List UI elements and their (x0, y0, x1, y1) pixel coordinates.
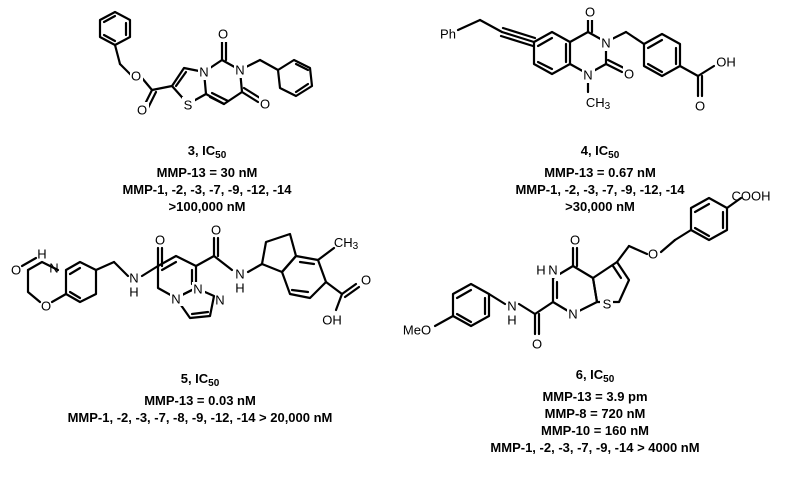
atom-label: S (603, 297, 612, 312)
atom-label: O (624, 67, 634, 82)
atom-label: N (215, 293, 224, 308)
atom-label: O (11, 263, 21, 278)
compound-number: 6 (575, 367, 583, 382)
selectivity-line: MMP-1, -2, -3, -7, -8, -9, -12, -14 > 20… (67, 410, 333, 425)
structure-compound-3: O O O N O N S O (60, 2, 360, 142)
caption-compound-4: 4, IC50 MMP-13 = 0.67 nM MMP-1, -2, -3, … (480, 142, 720, 215)
atom-label: N (601, 36, 610, 51)
potency-line: MMP-10 = 160 nM (540, 423, 649, 438)
atom-label: H (235, 281, 244, 296)
atom-label: S (184, 98, 193, 113)
selectivity-value: >100,000 nM (168, 199, 246, 214)
atom-label: COOH (732, 189, 771, 204)
atom-label: OH (716, 55, 736, 70)
selectivity-line: MMP-1, -2, -3, -7, -9, -12, -14 (515, 182, 685, 197)
structure-compound-6: COOH O O H N N S MeO N H O (395, 178, 800, 362)
atom-label: O (260, 97, 270, 112)
compound-number: 3 (187, 143, 195, 158)
atom-label: N (235, 63, 244, 78)
caption-title: 4, IC50 (580, 143, 620, 161)
atom-label: O (695, 99, 705, 114)
atom-label: O (137, 103, 147, 118)
atom-label: O (532, 337, 542, 352)
atom-label: O (648, 247, 658, 262)
atom-label: H (129, 285, 138, 300)
atom-label: O (361, 273, 371, 288)
caption-title: 5, IC50 (180, 371, 220, 389)
atom-label: O (41, 299, 51, 314)
atom-label: N (129, 271, 138, 286)
structure-compound-4: Ph O N N O CH3 O OH (430, 2, 790, 142)
selectivity-value: >30,000 nM (565, 199, 635, 214)
structure-compound-5: O H N O O N H N N N O N H CH3 O OH (0, 222, 420, 370)
atom-label: CH3 (334, 235, 359, 252)
caption-title: 6, IC50 (575, 367, 615, 385)
selectivity-line: MMP-1, -2, -3, -7, -9, -14 > 4000 nM (490, 440, 700, 455)
atom-label: MeO (403, 323, 431, 338)
atom-label: CH3 (586, 95, 611, 112)
caption-compound-3: 3, IC50 MMP-13 = 30 nM MMP-1, -2, -3, -7… (97, 142, 317, 215)
atom-label: N (548, 263, 557, 278)
atom-label: N (199, 65, 208, 80)
caption-title: 3, IC50 (187, 143, 227, 161)
atom-label: O (131, 69, 141, 84)
atom-label: N (583, 68, 592, 83)
atom-label: N (507, 299, 516, 314)
atom-label: N (49, 261, 58, 276)
selectivity-line: MMP-1, -2, -3, -7, -9, -12, -14 (122, 182, 292, 197)
atom-label: H (507, 313, 516, 328)
atom-label: N (568, 307, 577, 322)
atom-label: OH (322, 313, 342, 328)
atom-label: O (211, 223, 221, 238)
potency-line: MMP-8 = 720 nM (544, 406, 646, 421)
atom-label: O (218, 27, 228, 42)
atom-label: O (155, 233, 165, 248)
atom-label: H (536, 263, 545, 278)
caption-compound-5: 5, IC50 MMP-13 = 0.03 nM MMP-1, -2, -3, … (10, 370, 390, 426)
potency-line: MMP-13 = 30 nM (156, 165, 258, 180)
potency-line: MMP-13 = 3.9 pm (542, 389, 648, 404)
atom-label: O (585, 5, 595, 20)
potency-line: MMP-13 = 0.03 nM (144, 393, 256, 408)
atom-label: N (235, 267, 244, 282)
atom-label: N (193, 282, 202, 297)
compound-number: 4 (580, 143, 588, 158)
atom-label: O (570, 233, 580, 248)
caption-compound-6: 6, IC50 MMP-13 = 3.9 pm MMP-8 = 720 nM M… (455, 366, 735, 456)
atom-label: Ph (440, 27, 456, 42)
potency-line: MMP-13 = 0.67 nM (544, 165, 656, 180)
atom-label: N (171, 292, 180, 307)
atom-label: H (37, 247, 46, 262)
compound-number: 5 (180, 371, 188, 386)
